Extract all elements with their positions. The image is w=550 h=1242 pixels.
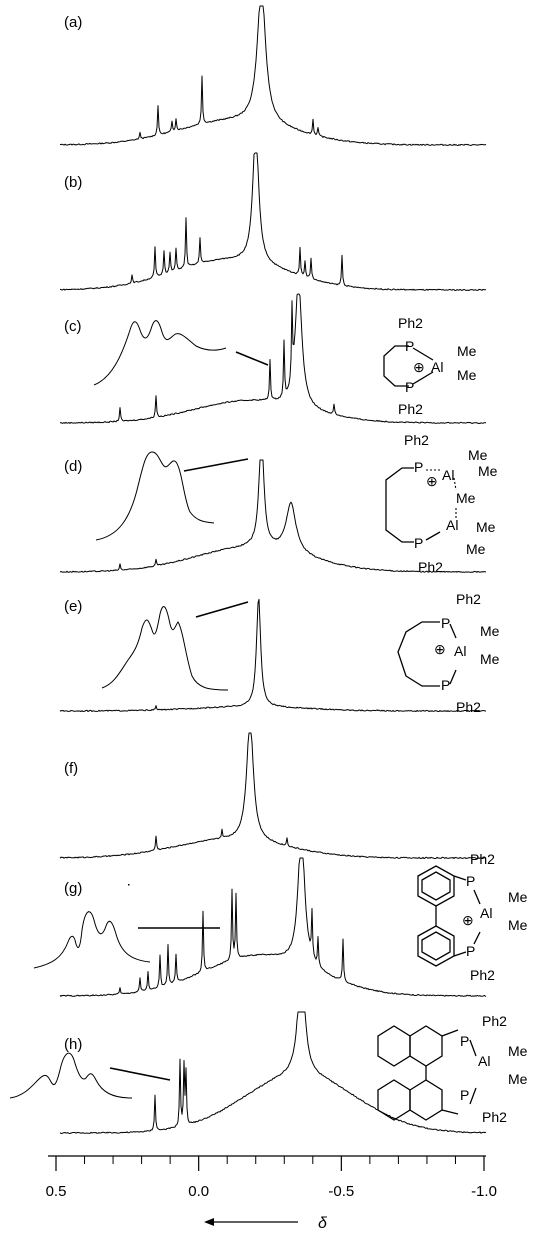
- c-al: Al: [431, 359, 443, 375]
- inset-pointer-d: [183, 458, 249, 472]
- x-tick-label: -1.0: [471, 1183, 497, 1200]
- inset-g: [33, 911, 151, 969]
- spectrum-trace-a: [59, 5, 487, 146]
- g-ph2-top: Ph2: [470, 851, 495, 867]
- g-p-bottom: P: [466, 943, 475, 959]
- c-me-1: Me: [457, 343, 477, 359]
- e-ph2-bottom: Ph2: [456, 699, 481, 715]
- inset-c: [93, 320, 227, 386]
- inset-dot-g: [128, 884, 130, 886]
- e-al: Al: [454, 643, 466, 659]
- inset-pointer-h: [109, 1067, 171, 1081]
- inset-pointer-c: [235, 351, 269, 366]
- g-ph2-bottom: Ph2: [470, 967, 495, 983]
- spectrum-trace-h: [59, 1011, 487, 1134]
- h-me-1: Me: [508, 1043, 528, 1059]
- structure-g: Ph2 P ⊕ Al Me Me P Ph2: [417, 851, 528, 983]
- panel-label-b: (b): [64, 174, 82, 191]
- g-p-top: P: [466, 873, 475, 889]
- insets: [9, 320, 269, 1099]
- h-ph2-top: Ph2: [482, 1013, 507, 1029]
- d-me-1: Me: [468, 447, 488, 463]
- h-ph2-bottom: Ph2: [482, 1109, 507, 1125]
- spectrum-trace-c: [59, 293, 486, 424]
- e-p-top: P: [441, 615, 450, 631]
- panel-label-a: (a): [64, 14, 82, 31]
- e-p-bottom: P: [441, 677, 450, 693]
- spectrum-trace-d: [59, 459, 487, 573]
- x-axis-label: δ: [318, 1215, 328, 1232]
- inset-h: [9, 1052, 133, 1099]
- x-tick-label: 0.0: [188, 1183, 209, 1200]
- h-p-bottom: P: [460, 1087, 469, 1103]
- structure-h: Ph2 P Al Me Me P Ph2: [377, 1013, 528, 1125]
- c-me-2: Me: [457, 367, 477, 383]
- inset-d: [95, 451, 215, 541]
- e-me-1: Me: [480, 623, 500, 639]
- panel-label-e: (e): [64, 598, 82, 615]
- x-axis: 0.5 0.0 -0.5 -1.0 δ: [46, 1155, 497, 1232]
- h-al: Al: [478, 1053, 490, 1069]
- g-al: Al: [480, 905, 492, 921]
- d-me-4: Me: [476, 519, 496, 535]
- spectrum-trace-b: [59, 152, 487, 291]
- e-me-2: Me: [480, 651, 500, 667]
- spectrum-trace-e: [59, 598, 487, 712]
- d-p-top: P: [414, 459, 423, 475]
- panel-label-h: (h): [64, 1036, 82, 1053]
- d-ph2-top: Ph2: [404, 432, 429, 448]
- d-me-3: Me: [456, 490, 476, 506]
- d-p-bottom: P: [414, 535, 423, 551]
- g-me-1: Me: [508, 889, 528, 905]
- c-ph2-top: Ph2: [398, 315, 423, 331]
- d-me-2: Me: [478, 463, 498, 479]
- panel-label-f: (f): [64, 760, 78, 777]
- x-axis-ticks: 0.5 0.0 -0.5 -1.0: [46, 1156, 497, 1200]
- e-plus: ⊕: [434, 641, 446, 657]
- c-ph2-bottom: Ph2: [398, 401, 423, 417]
- structure-d: Ph2 P ⊕ Al Me Me Me Al Me Me P Ph2: [385, 432, 498, 575]
- g-plus: ⊕: [462, 912, 474, 928]
- panel-label-d: (d): [64, 458, 82, 475]
- inset-e: [101, 606, 229, 691]
- c-p-bottom: P: [405, 379, 414, 395]
- h-me-2: Me: [508, 1071, 528, 1087]
- h-p-top: P: [460, 1033, 469, 1049]
- spectra-traces: [59, 5, 487, 1134]
- spectrum-trace-f: [59, 732, 487, 859]
- d-me-5: Me: [466, 541, 486, 557]
- inset-pointer-e: [195, 601, 249, 618]
- d-al-top: Al: [442, 467, 454, 483]
- d-plus: ⊕: [426, 473, 438, 489]
- structure-c: Ph2 P ⊕ Al Me Me P Ph2: [383, 315, 477, 417]
- d-al-bottom: Al: [446, 517, 458, 533]
- c-p-top: P: [405, 338, 414, 354]
- c-plus: ⊕: [413, 359, 425, 375]
- panel-labels: (a) (b) (c) (d) (e) (f) (g) (h): [64, 14, 82, 1053]
- g-me-2: Me: [508, 917, 528, 933]
- x-tick-label: 0.5: [46, 1183, 67, 1200]
- spectrum-trace-g: [59, 857, 487, 997]
- x-tick-label: -0.5: [328, 1183, 354, 1200]
- panel-label-c: (c): [64, 318, 82, 335]
- direction-arrow-head: [204, 1218, 214, 1226]
- panel-label-g: (g): [64, 880, 82, 897]
- e-ph2-top: Ph2: [456, 591, 481, 607]
- structure-e: Ph2 P Me ⊕ Al Me P Ph2: [397, 591, 500, 715]
- d-ph2-bottom: Ph2: [418, 559, 443, 575]
